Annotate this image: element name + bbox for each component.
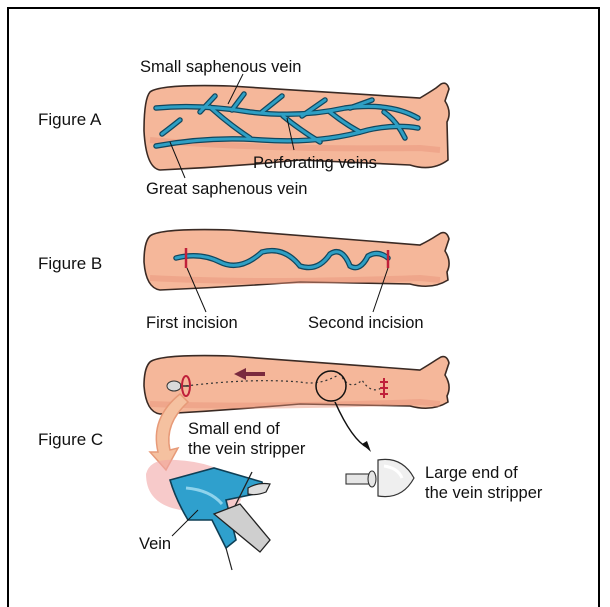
figure-c-label: Figure C xyxy=(38,430,103,449)
great-saphenous-vein-label: Great saphenous vein xyxy=(146,180,307,198)
perforating-veins-label: Perforating veins xyxy=(253,154,377,172)
figure-a-label: Figure A xyxy=(38,110,101,129)
large-end-label-line1: Large end of xyxy=(425,464,518,482)
small-end-label-line1: Small end of xyxy=(188,420,280,438)
zoom-arrow-large xyxy=(335,402,371,452)
second-incision-sutures xyxy=(380,378,388,398)
small-saphenous-vein-label: Small saphenous vein xyxy=(140,58,301,76)
second-incision-label: Second incision xyxy=(308,314,424,332)
large-end-label-line2: the vein stripper xyxy=(425,484,542,502)
figure-b-label: Figure B xyxy=(38,254,102,273)
first-incision-label: First incision xyxy=(146,314,238,332)
vein-label: Vein xyxy=(139,535,171,553)
small-end-label-line2: the vein stripper xyxy=(188,440,305,458)
large-end-stripper xyxy=(346,459,414,496)
